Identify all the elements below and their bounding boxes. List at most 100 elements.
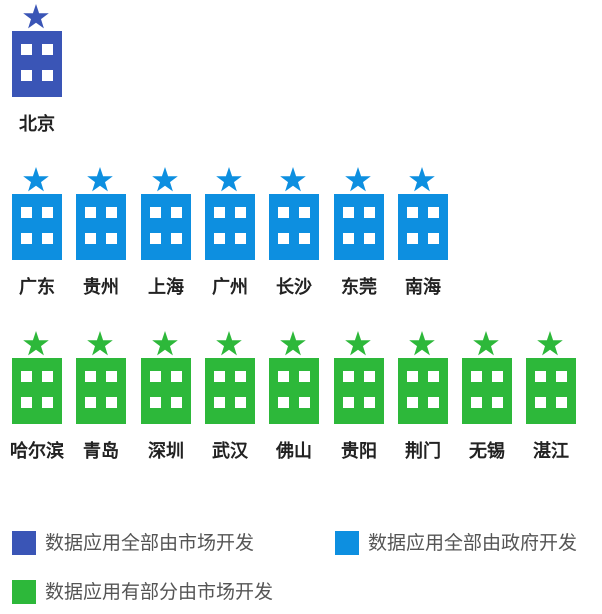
building-icon <box>526 358 576 424</box>
window-mark <box>85 233 96 244</box>
window-mark <box>214 397 225 408</box>
legend-swatch-government <box>335 531 359 555</box>
window-mark <box>42 44 53 55</box>
window-mark <box>556 397 567 408</box>
building-icon <box>76 194 126 260</box>
city-label: 长沙 <box>276 277 312 298</box>
building-icon <box>141 194 191 260</box>
window-mark <box>407 207 418 218</box>
window-mark <box>150 207 161 218</box>
window-mark <box>42 371 53 382</box>
city-label: 东莞 <box>341 277 377 298</box>
window-mark <box>492 371 503 382</box>
legend-label-government: 数据应用全部由政府开发 <box>368 532 578 554</box>
building-icon <box>334 358 384 424</box>
city-label: 南海 <box>405 277 441 298</box>
window-mark <box>21 371 32 382</box>
window-mark <box>235 371 246 382</box>
city-label: 无锡 <box>469 441 505 462</box>
window-mark <box>407 371 418 382</box>
building-icon <box>398 194 448 260</box>
building-icon <box>205 358 255 424</box>
window-mark <box>42 233 53 244</box>
building-icon <box>205 194 255 260</box>
window-mark <box>21 397 32 408</box>
building-icon <box>269 358 319 424</box>
window-mark <box>407 233 418 244</box>
building-icon <box>12 358 62 424</box>
building-icon <box>141 358 191 424</box>
window-mark <box>535 371 546 382</box>
city-label: 北京 <box>19 114 55 135</box>
window-mark <box>235 207 246 218</box>
window-mark <box>106 397 117 408</box>
window-mark <box>278 397 289 408</box>
window-mark <box>21 44 32 55</box>
window-mark <box>428 207 439 218</box>
window-mark <box>364 233 375 244</box>
city-label: 广州 <box>212 277 248 298</box>
window-mark <box>106 233 117 244</box>
city-label: 湛江 <box>533 441 569 462</box>
window-mark <box>278 233 289 244</box>
window-mark <box>299 371 310 382</box>
window-mark <box>214 233 225 244</box>
window-mark <box>42 70 53 81</box>
city-label: 佛山 <box>276 441 312 462</box>
window-mark <box>150 371 161 382</box>
window-mark <box>428 397 439 408</box>
window-mark <box>235 397 246 408</box>
window-mark <box>85 397 96 408</box>
star-icon <box>216 167 242 192</box>
window-mark <box>364 397 375 408</box>
city-label: 哈尔滨 <box>10 441 64 462</box>
star-icon <box>473 331 499 356</box>
window-mark <box>21 70 32 81</box>
building-icon <box>398 358 448 424</box>
window-mark <box>171 371 182 382</box>
star-icon <box>409 167 435 192</box>
window-mark <box>278 207 289 218</box>
star-icon <box>87 331 113 356</box>
window-mark <box>106 371 117 382</box>
window-mark <box>343 207 354 218</box>
star-icon <box>537 331 563 356</box>
star-icon <box>152 167 178 192</box>
window-mark <box>171 207 182 218</box>
window-mark <box>428 371 439 382</box>
city-label: 上海 <box>148 277 184 298</box>
window-mark <box>364 207 375 218</box>
building-icon <box>12 194 62 260</box>
building-icon <box>76 358 126 424</box>
city-label: 荆门 <box>405 441 441 462</box>
star-icon <box>280 331 306 356</box>
building-icon <box>269 194 319 260</box>
window-mark <box>42 397 53 408</box>
city-label: 贵阳 <box>341 441 377 462</box>
window-mark <box>407 397 418 408</box>
star-icon <box>409 331 435 356</box>
city-label: 武汉 <box>212 441 248 462</box>
legend-label-partial: 数据应用有部分由市场开发 <box>45 581 274 603</box>
window-mark <box>106 207 117 218</box>
window-mark <box>150 233 161 244</box>
window-mark <box>214 371 225 382</box>
window-mark <box>85 207 96 218</box>
star-icon <box>280 167 306 192</box>
legend-swatch-market <box>12 531 36 555</box>
window-mark <box>21 207 32 218</box>
window-mark <box>85 371 96 382</box>
city-label: 青岛 <box>83 441 119 462</box>
city-label: 贵州 <box>83 277 119 298</box>
window-mark <box>42 207 53 218</box>
window-mark <box>556 371 567 382</box>
star-icon <box>345 331 371 356</box>
window-mark <box>299 233 310 244</box>
window-mark <box>492 397 503 408</box>
star-icon <box>216 331 242 356</box>
star-icon <box>152 331 178 356</box>
window-mark <box>21 233 32 244</box>
window-mark <box>171 397 182 408</box>
city-label: 广东 <box>19 277 55 298</box>
window-mark <box>471 371 482 382</box>
